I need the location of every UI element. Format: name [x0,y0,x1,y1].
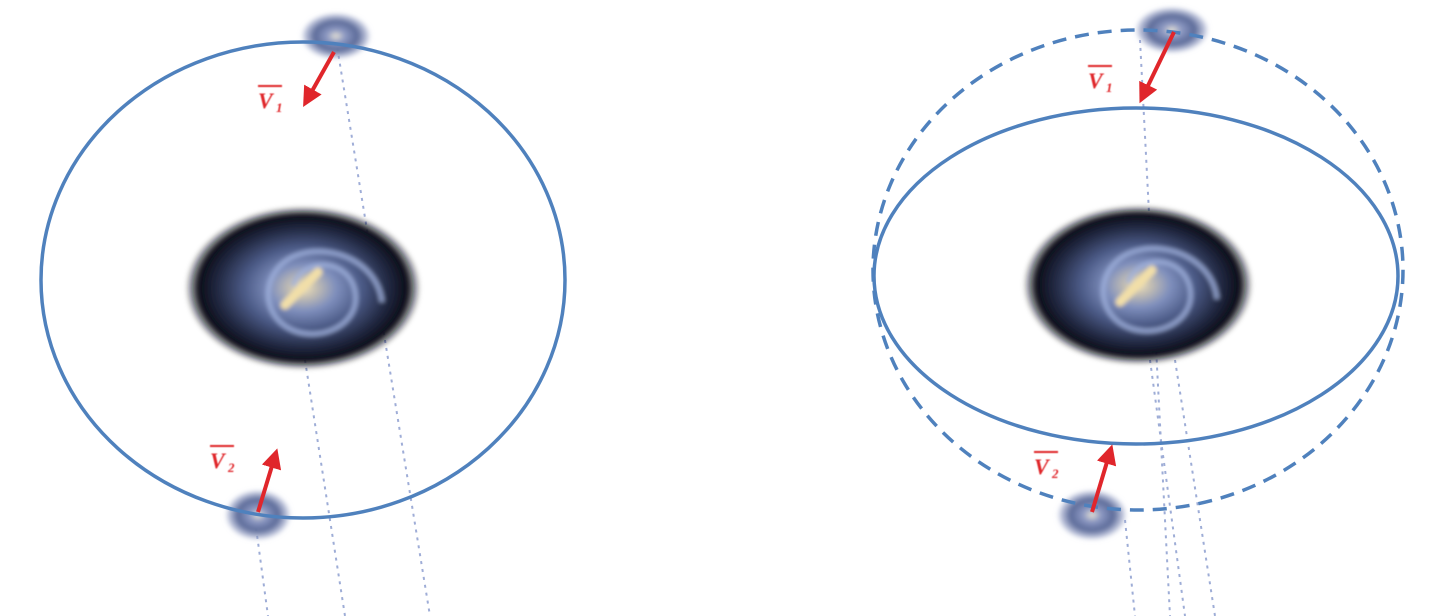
right-velocity-arrow-1 [1139,31,1176,104]
right-guide-line-middle [1149,359,1186,616]
left-velocity-arrow-2 [256,448,282,513]
right-satellite-galaxy-bottom [1056,489,1128,541]
left-galaxy-bar [280,267,323,310]
left-guide-line-middle [304,359,346,616]
left-panel: V 1 V 2 [39,12,567,616]
left-v1-sub: 1 [276,100,283,115]
right-galaxy-bar [1115,265,1157,307]
right-v2-base: V [1034,454,1051,479]
right-v2-sub: 2 [1051,466,1059,481]
right-guide-line-right [1174,359,1216,616]
left-velocity-arrow-1 [303,51,336,107]
left-v2-sub: 2 [227,460,235,475]
right-v2-label: V 2 [1034,451,1059,481]
right-v1-label: V 1 [1088,65,1113,95]
left-v2-base: V [210,448,227,473]
right-central-galaxy [1023,205,1253,365]
left-v1-base: V [258,88,275,113]
left-galaxy-arm-icon [265,248,385,337]
right-velocity-arrow-2 [1090,444,1117,513]
right-elliptical-orbit [872,106,1400,446]
right-v1-sub: 1 [1106,80,1113,95]
right-panel: V 1 V 2 [871,6,1405,616]
right-guide-line-left [1124,519,1136,616]
left-v1-label: V 1 [258,85,283,115]
left-guide-line-upper [335,39,431,616]
left-central-galaxy [185,206,421,370]
left-circular-orbit [39,40,567,520]
left-satellite-galaxy-top [300,12,372,60]
right-galaxy-arm-icon [1100,245,1220,334]
right-v1-base: V [1088,68,1105,93]
left-v2-label: V 2 [210,445,235,475]
right-satellite-galaxy-top [1134,6,1210,54]
